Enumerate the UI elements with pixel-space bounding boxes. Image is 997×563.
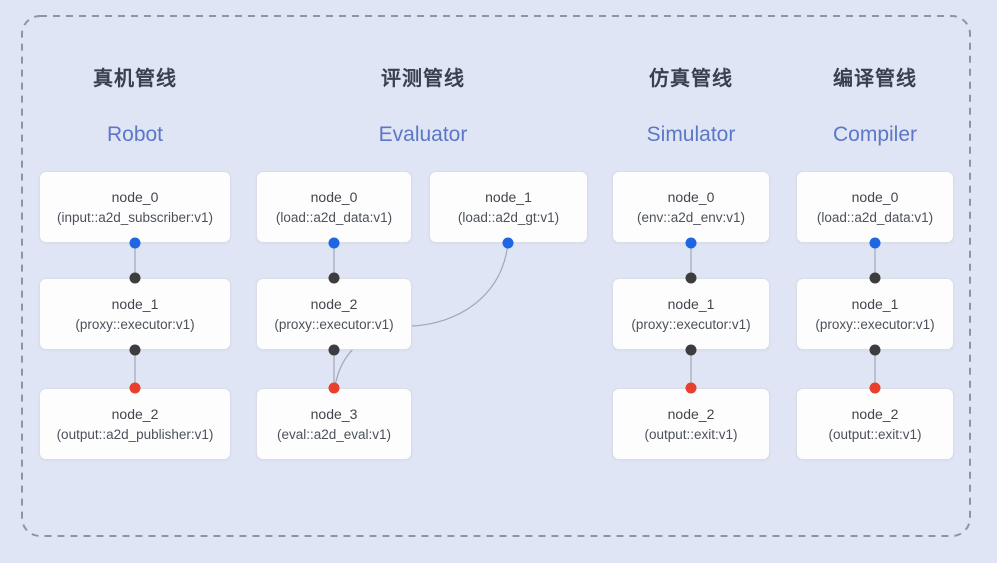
input-port-dot-dark	[328, 272, 340, 284]
node-package: (output::exit:v1)	[828, 426, 922, 442]
node-name: node_1	[111, 295, 159, 312]
pipeline-title-cn-robot: 真机管线	[93, 68, 177, 90]
node-box-compiler-node1: node_1 (proxy::executor:v1)	[796, 278, 954, 350]
node-package: (load::a2d_gt:v1)	[457, 209, 560, 225]
pipeline-title-en-evaluator: Evaluator	[378, 123, 468, 146]
input-port-dot-red	[328, 382, 340, 394]
pipeline-title-en-compiler: Compiler	[832, 123, 918, 146]
node-name: node_2	[667, 405, 715, 422]
input-port-dot-red	[129, 382, 141, 394]
pipeline-title-cn-compiler: 编译管线	[833, 68, 917, 90]
input-port-dot-red	[685, 382, 697, 394]
node-box-robot-node1: node_1 (proxy::executor:v1)	[39, 278, 231, 350]
node-package: (load::a2d_data:v1)	[816, 209, 934, 225]
pipeline-title-en-robot: Robot	[106, 123, 164, 146]
input-port-dot-red	[869, 382, 881, 394]
node-box-robot-node2: node_2 (output::a2d_publisher:v1)	[39, 388, 231, 460]
node-name: node_0	[851, 188, 899, 205]
node-name: node_0	[111, 188, 159, 205]
output-port-dot-blue	[129, 237, 141, 249]
node-package: (input::a2d_subscriber:v1)	[56, 209, 214, 225]
node-box-robot-node0: node_0 (input::a2d_subscriber:v1)	[39, 171, 231, 243]
node-name: node_1	[851, 295, 899, 312]
node-name: node_2	[851, 405, 899, 422]
node-box-simulator-node2: node_2 (output::exit:v1)	[612, 388, 770, 460]
node-box-evaluator-node1: node_1 (load::a2d_gt:v1)	[429, 171, 588, 243]
output-port-dot-blue	[685, 237, 697, 249]
node-box-evaluator-node2: node_2 (proxy::executor:v1)	[256, 278, 412, 350]
node-name: node_1	[485, 188, 532, 205]
node-box-compiler-node0: node_0 (load::a2d_data:v1)	[796, 171, 954, 243]
pipeline-title-cn-simulator: 仿真管线	[649, 68, 733, 90]
output-port-dot-dark	[685, 344, 697, 356]
frame-dashed-border	[21, 15, 971, 537]
output-port-dot-blue	[328, 237, 340, 249]
output-port-dot-blue	[869, 237, 881, 249]
node-package: (env::a2d_env:v1)	[636, 209, 746, 225]
output-port-dot-dark	[129, 344, 141, 356]
node-box-simulator-node1: node_1 (proxy::executor:v1)	[612, 278, 770, 350]
input-port-dot-dark	[129, 272, 141, 284]
node-package: (output::a2d_publisher:v1)	[56, 426, 214, 442]
node-package: (proxy::executor:v1)	[815, 316, 935, 332]
node-name: node_2	[111, 405, 159, 422]
node-box-evaluator-node0: node_0 (load::a2d_data:v1)	[256, 171, 412, 243]
node-package: (proxy::executor:v1)	[631, 316, 751, 332]
node-box-simulator-node0: node_0 (env::a2d_env:v1)	[612, 171, 770, 243]
node-name: node_0	[310, 188, 358, 205]
node-name: node_0	[667, 188, 715, 205]
output-port-dot-blue	[502, 237, 514, 249]
node-package: (proxy::executor:v1)	[75, 316, 195, 332]
output-port-dot-dark	[328, 344, 340, 356]
node-name: node_1	[667, 295, 715, 312]
pipeline-title-cn-evaluator: 评测管线	[381, 68, 465, 90]
output-port-dot-dark	[869, 344, 881, 356]
input-port-dot-dark	[685, 272, 697, 284]
input-port-dot-dark	[869, 272, 881, 284]
node-box-compiler-node2: node_2 (output::exit:v1)	[796, 388, 954, 460]
node-name: node_3	[310, 405, 358, 422]
edge-evaluator-1-3-curve	[334, 242, 509, 387]
node-package: (proxy::executor:v1)	[274, 316, 394, 332]
node-package: (output::exit:v1)	[644, 426, 738, 442]
node-package: (load::a2d_data:v1)	[275, 209, 393, 225]
node-name: node_2	[310, 295, 358, 312]
node-package: (eval::a2d_eval:v1)	[276, 426, 392, 442]
pipeline-title-en-simulator: Simulator	[646, 123, 736, 146]
node-box-evaluator-node3: node_3 (eval::a2d_eval:v1)	[256, 388, 412, 460]
